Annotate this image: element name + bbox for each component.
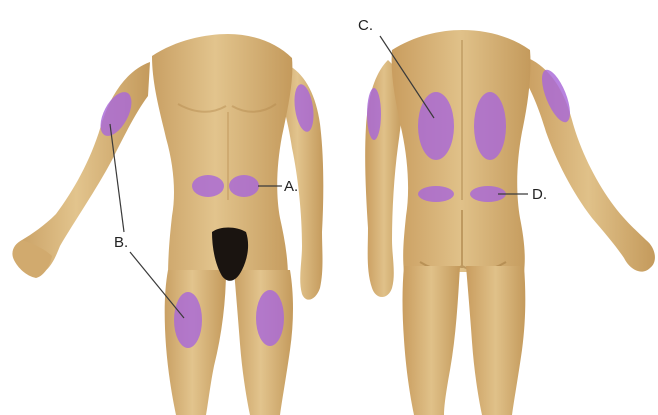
back-lower-left-site [418, 186, 454, 202]
back-right-leg [466, 266, 525, 415]
back-left-upper-arm-site [367, 88, 381, 140]
label-c: C. [358, 17, 373, 34]
front-left-arm [16, 62, 150, 273]
label-a: A. [284, 178, 298, 195]
front-body-figure [12, 34, 323, 415]
front-abdomen-left-site [192, 175, 224, 197]
label-b: B. [114, 234, 128, 251]
label-d: D. [532, 186, 547, 203]
back-left-leg [403, 266, 461, 415]
back-upper-right-site [474, 92, 506, 160]
front-left-thigh-site [174, 292, 202, 348]
front-right-thigh-site [256, 290, 284, 346]
back-body-figure [365, 30, 655, 415]
front-abdomen-right-site [229, 175, 259, 197]
back-right-arm [522, 58, 655, 272]
